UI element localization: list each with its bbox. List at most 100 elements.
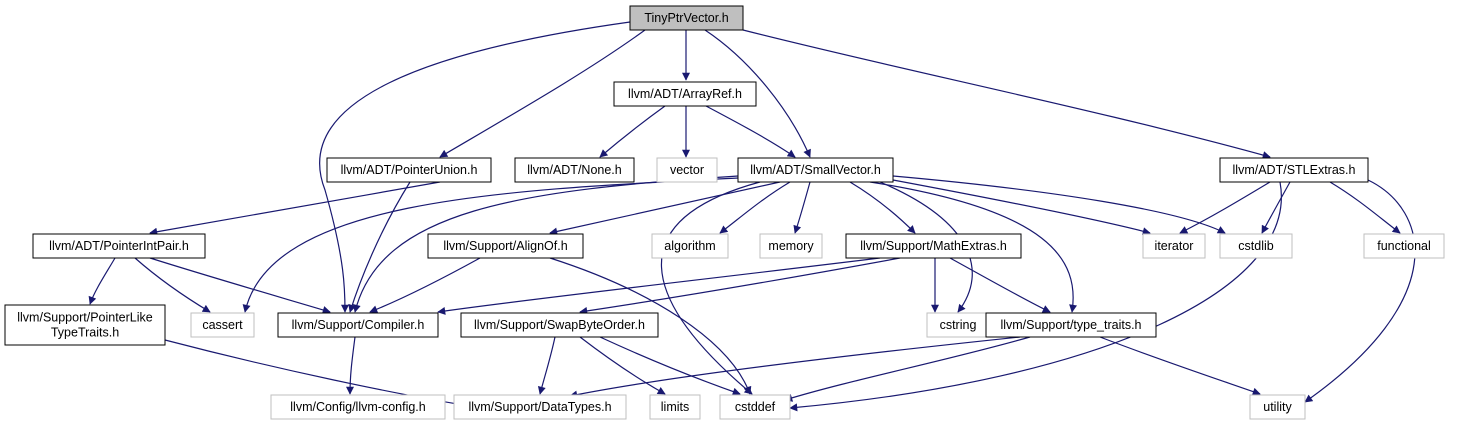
node-label-none: llvm/ADT/None.h [527,163,622,177]
edge-tiny-to-smallvec [704,29,811,158]
edge-swapbyte-to-cstddef [599,336,741,396]
node-ptrintpair[interactable]: llvm/ADT/PointerIntPair.h [32,233,206,259]
node-label-mathextras: llvm/Support/MathExtras.h [860,239,1007,253]
node-label-memory: memory [768,239,814,253]
edge-alignof-to-cstddef [549,257,752,395]
node-box-smallvec[interactable] [737,157,894,183]
node-compiler[interactable]: llvm/Support/Compiler.h [277,312,439,338]
node-stlextras[interactable]: llvm/ADT/STLExtras.h [1219,157,1369,183]
node-label-ptrunion: llvm/ADT/PointerUnion.h [341,163,478,177]
node-ptrunion[interactable]: llvm/ADT/PointerUnion.h [326,157,492,183]
node-mathextras[interactable]: llvm/Support/MathExtras.h [845,233,1022,259]
edge-mathextras-to-swapbyte [579,257,901,315]
node-label-typetraits: llvm/Support/type_traits.h [1000,318,1141,332]
node-box-functional [1363,233,1445,259]
node-label-ptrintpair: llvm/ADT/PointerIntPair.h [49,239,189,253]
node-box-mathextras[interactable] [845,233,1022,259]
edge-tiny-to-ptrunion [439,29,646,158]
node-typetraits[interactable]: llvm/Support/type_traits.h [985,312,1157,338]
edge-smallvec-to-mathextras [849,181,916,234]
edge-arrayref-to-smallvec [705,105,796,158]
node-box-limits [649,394,701,420]
node-label-compiler: llvm/Support/Compiler.h [292,318,425,332]
node-box-alignof[interactable] [427,233,584,259]
node-box-datatypes [453,394,627,420]
node-box-iterator [1142,233,1206,259]
edge-arrayref-to-none [599,105,666,158]
edge-swapbyte-to-datatypes [537,336,556,395]
node-box-swapbyte[interactable] [460,312,659,338]
edge-stlextras-to-iterator [1179,181,1271,234]
node-limits: limits [649,394,701,420]
node-box-cstring [926,312,990,338]
node-algorithm: algorithm [651,233,729,259]
edge-smallvec-to-typetraits [869,181,1078,313]
edges-layer [88,21,1416,412]
edge-ptrintpair-to-compiler [149,257,331,314]
node-alignof[interactable]: llvm/Support/AlignOf.h [427,233,584,259]
node-llvmconfig: llvm/Config/llvm-config.h [270,394,446,420]
edge-mathextras-to-typetraits [949,257,1051,313]
node-box-tiny [629,5,744,31]
edge-alignof-to-compiler [369,257,481,314]
node-label-cstdlib: cstdlib [1238,239,1273,253]
edge-smallvec-to-cstdlib [892,175,1226,234]
node-box-ptrunion[interactable] [326,157,492,183]
node-box-ptrintpair[interactable] [32,233,206,259]
node-swapbyte[interactable]: llvm/Support/SwapByteOrder.h [460,312,659,338]
edge-stlextras-to-utility [1304,179,1416,403]
edge-tiny-to-compiler [319,21,631,313]
node-label-ptrlike-0: llvm/Support/PointerLike [17,311,153,325]
node-datatypes: llvm/Support/DataTypes.h [453,394,627,420]
node-vector: vector [656,157,718,183]
node-label-algorithm: algorithm [664,239,715,253]
node-box-compiler[interactable] [277,312,439,338]
edge-compiler-to-llvmconfig [346,336,356,395]
node-box-cstdlib [1219,233,1293,259]
node-label-stlextras: llvm/ADT/STLExtras.h [1233,163,1356,177]
node-box-arrayref[interactable] [613,81,757,107]
node-smallvec[interactable]: llvm/ADT/SmallVector.h [737,157,894,183]
node-box-vector [656,157,718,183]
node-box-cstddef [719,394,791,420]
node-arrayref[interactable]: llvm/ADT/ArrayRef.h [613,81,757,107]
node-tiny: TinyPtrVector.h [629,5,744,31]
edge-ptrintpair-to-ptrlike [88,257,116,305]
node-label-smallvec: llvm/ADT/SmallVector.h [750,163,881,177]
node-none[interactable]: llvm/ADT/None.h [514,157,635,183]
node-functional: functional [1363,233,1445,259]
node-box-ptrlike[interactable] [4,304,166,346]
edge-typetraits-to-cstddef [784,336,1031,402]
node-box-memory [759,233,823,259]
node-label-cassert: cassert [202,318,243,332]
node-label-limits: limits [661,400,689,414]
edge-typetraits-to-utility [1099,336,1261,396]
edge-stlextras-to-functional [1329,181,1401,234]
node-box-llvmconfig [270,394,446,420]
node-label-tiny: TinyPtrVector.h [644,11,728,25]
node-label-utility: utility [1263,400,1292,414]
edge-ptrunion-to-compiler [348,181,411,313]
node-cstddef: cstddef [719,394,791,420]
edge-stlextras-to-cstddef [789,181,1282,412]
node-box-algorithm [651,233,729,259]
edge-smallvec-to-algorithm [719,181,791,234]
edge-typetraits-to-datatypes [569,336,1021,399]
node-box-typetraits[interactable] [985,312,1157,338]
node-box-stlextras[interactable] [1219,157,1369,183]
node-label-functional: functional [1377,239,1431,253]
node-label-alignof: llvm/Support/AlignOf.h [443,239,567,253]
node-label-swapbyte: llvm/Support/SwapByteOrder.h [474,318,645,332]
node-cassert: cassert [190,312,255,338]
node-iterator: iterator [1142,233,1206,259]
node-label-iterator: iterator [1155,239,1194,253]
node-label-cstring: cstring [940,318,977,332]
edge-smallvec-to-memory [793,181,811,234]
node-box-none[interactable] [514,157,635,183]
edge-swapbyte-to-limits [579,336,666,395]
node-label-llvmconfig: llvm/Config/llvm-config.h [290,400,426,414]
node-label-arrayref: llvm/ADT/ArrayRef.h [628,87,742,101]
node-label-datatypes: llvm/Support/DataTypes.h [468,400,611,414]
